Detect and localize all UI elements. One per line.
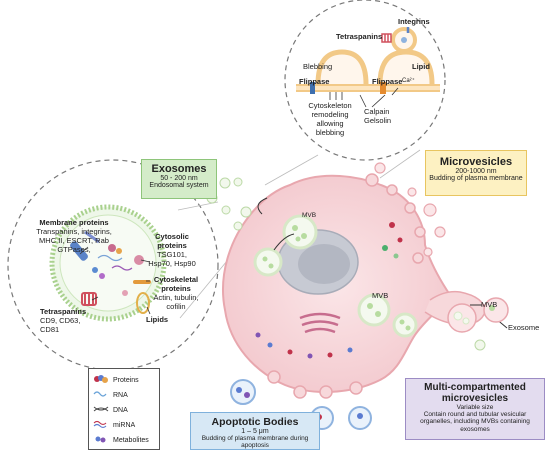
tetraspanin-icon [81, 292, 97, 306]
lipids-label: Lipids [146, 315, 168, 324]
exosomes-origin: Endosomal system [149, 182, 209, 189]
mv-integrins-label: Integrins [398, 17, 430, 26]
legend-label: miRNA [113, 421, 136, 429]
mv-lipid-label: Lipid [412, 62, 430, 71]
multi-description: Contain round and tubular vesicular orga… [420, 411, 530, 433]
legend-item-rna: RNA [89, 388, 159, 402]
cytosolic-proteins-label: Cytosolic proteins TSG101, Hsp70, Hsp90 [148, 232, 196, 268]
mv-calpain-label: Calpain [364, 107, 390, 116]
legend-item-proteins: Proteins [89, 373, 159, 387]
cytoskeletal-title: Cytoskeletal proteins [153, 275, 199, 293]
lipids-text: Lipids [146, 315, 169, 324]
apoptotic-bodies-box: Apoptotic Bodies 1 – 5 μm Budding of pla… [190, 412, 320, 450]
proteins-icon [93, 374, 113, 386]
lipid-icon [136, 292, 150, 314]
mv-ca-label: Ca²⁺ [402, 78, 415, 84]
microvesicles-box: Microvesicles 200-1000 nm Budding of pla… [425, 150, 527, 196]
cytosolic-body: TSG101, Hsp70, Hsp90 [148, 250, 196, 268]
membrane-protein-icon [70, 241, 88, 261]
legend-item-dna: DNA [89, 403, 159, 417]
mvb-1 [282, 214, 318, 250]
mvb-out-label: MVB [481, 300, 498, 309]
microvesicles-size: 200-1000 nm [455, 168, 497, 175]
microvesicles-origin: Budding of plasma membrane [429, 175, 523, 182]
mv-flippase-left-label: Flippase [299, 77, 329, 86]
cytosolic-title: Cytosolic proteins [155, 232, 189, 250]
apoptotic-title: Apoptotic Bodies [211, 416, 299, 428]
tetraspanins-title: Tetraspanins [40, 307, 87, 316]
cytosolic-protein-icon [134, 255, 144, 265]
mv-lipid-text: Lipid [412, 62, 430, 71]
microvesicles-title: Microvesicles [439, 156, 513, 168]
mv-integrins-text: Integrins [398, 17, 430, 26]
mvb-4 [392, 312, 418, 338]
mv-blebbing-label: Blebbing [303, 62, 333, 71]
exosomes-box: Exosomes 50 - 200 nm Endosomal system [141, 159, 217, 199]
multi-size: Variable size [456, 404, 494, 411]
mirna-icon [93, 419, 113, 431]
cytoskeletal-body: Actin, tubulin, cofilin [153, 293, 199, 311]
apoptotic-origin: Budding of plasma membrane during apopto… [201, 435, 309, 449]
dna-icon [93, 404, 113, 416]
multi-compartmented-box: Multi-compartmented microvesicles Variab… [405, 378, 545, 440]
apoptotic-size: 1 – 5 μm [241, 428, 269, 435]
exosomes-size: 50 - 200 nm [160, 175, 198, 182]
legend-label: RNA [113, 391, 128, 399]
multi-title: Multi-compartmented microvesicles [424, 382, 526, 404]
mv-tetraspanins-label: Tetraspanins [336, 32, 382, 41]
exosomes-title: Exosomes [151, 163, 207, 175]
mv-cytoskeleton-label: Cytoskeleton remodeling allowing blebbin… [308, 101, 352, 137]
legend-item-metabolites: Metabolites [89, 433, 159, 447]
membrane-proteins-label: Membrane proteins Transpanins, integrins… [33, 218, 115, 254]
mv-tetraspanins-text: Tetraspanins [336, 32, 383, 41]
rna-icon [93, 389, 113, 401]
exosome-cargo [84, 230, 133, 296]
golgi [299, 312, 341, 334]
membrane-proteins-title: Membrane proteins [39, 218, 109, 227]
mvb-3 [357, 293, 391, 327]
mv-flippase-right-label: Flippase [372, 77, 402, 86]
legend-label: Proteins [113, 376, 139, 384]
legend-item-mirna: miRNA [89, 418, 159, 432]
tetraspanins-body: CD9, CD63, CD81 [40, 316, 81, 334]
mv-flippase-left-text: Flippase [299, 77, 330, 86]
exosome-lumen [59, 214, 157, 312]
cytoskeletal-proteins-label: Cytoskeletal proteins Actin, tubulin, co… [150, 275, 202, 311]
mv-flippase-right-text: Flippase [372, 77, 403, 86]
legend-label: DNA [113, 406, 128, 414]
mvb-right-label: MVB [372, 291, 389, 300]
metabolites-icon [93, 434, 113, 446]
mvb-top-label: MVB [302, 212, 317, 219]
legend-label: Metabolites [113, 436, 149, 444]
tetraspanins-label: Tetraspanins CD9, CD63, CD81 [40, 307, 100, 334]
mvb-2 [253, 247, 283, 277]
exosome-out-label: Exosome [508, 323, 540, 332]
membrane-proteins-body: Transpanins, integrins, MHC II, ESCRT, R… [36, 227, 112, 254]
mv-gelsolin-label: Gelsolin [364, 116, 392, 125]
